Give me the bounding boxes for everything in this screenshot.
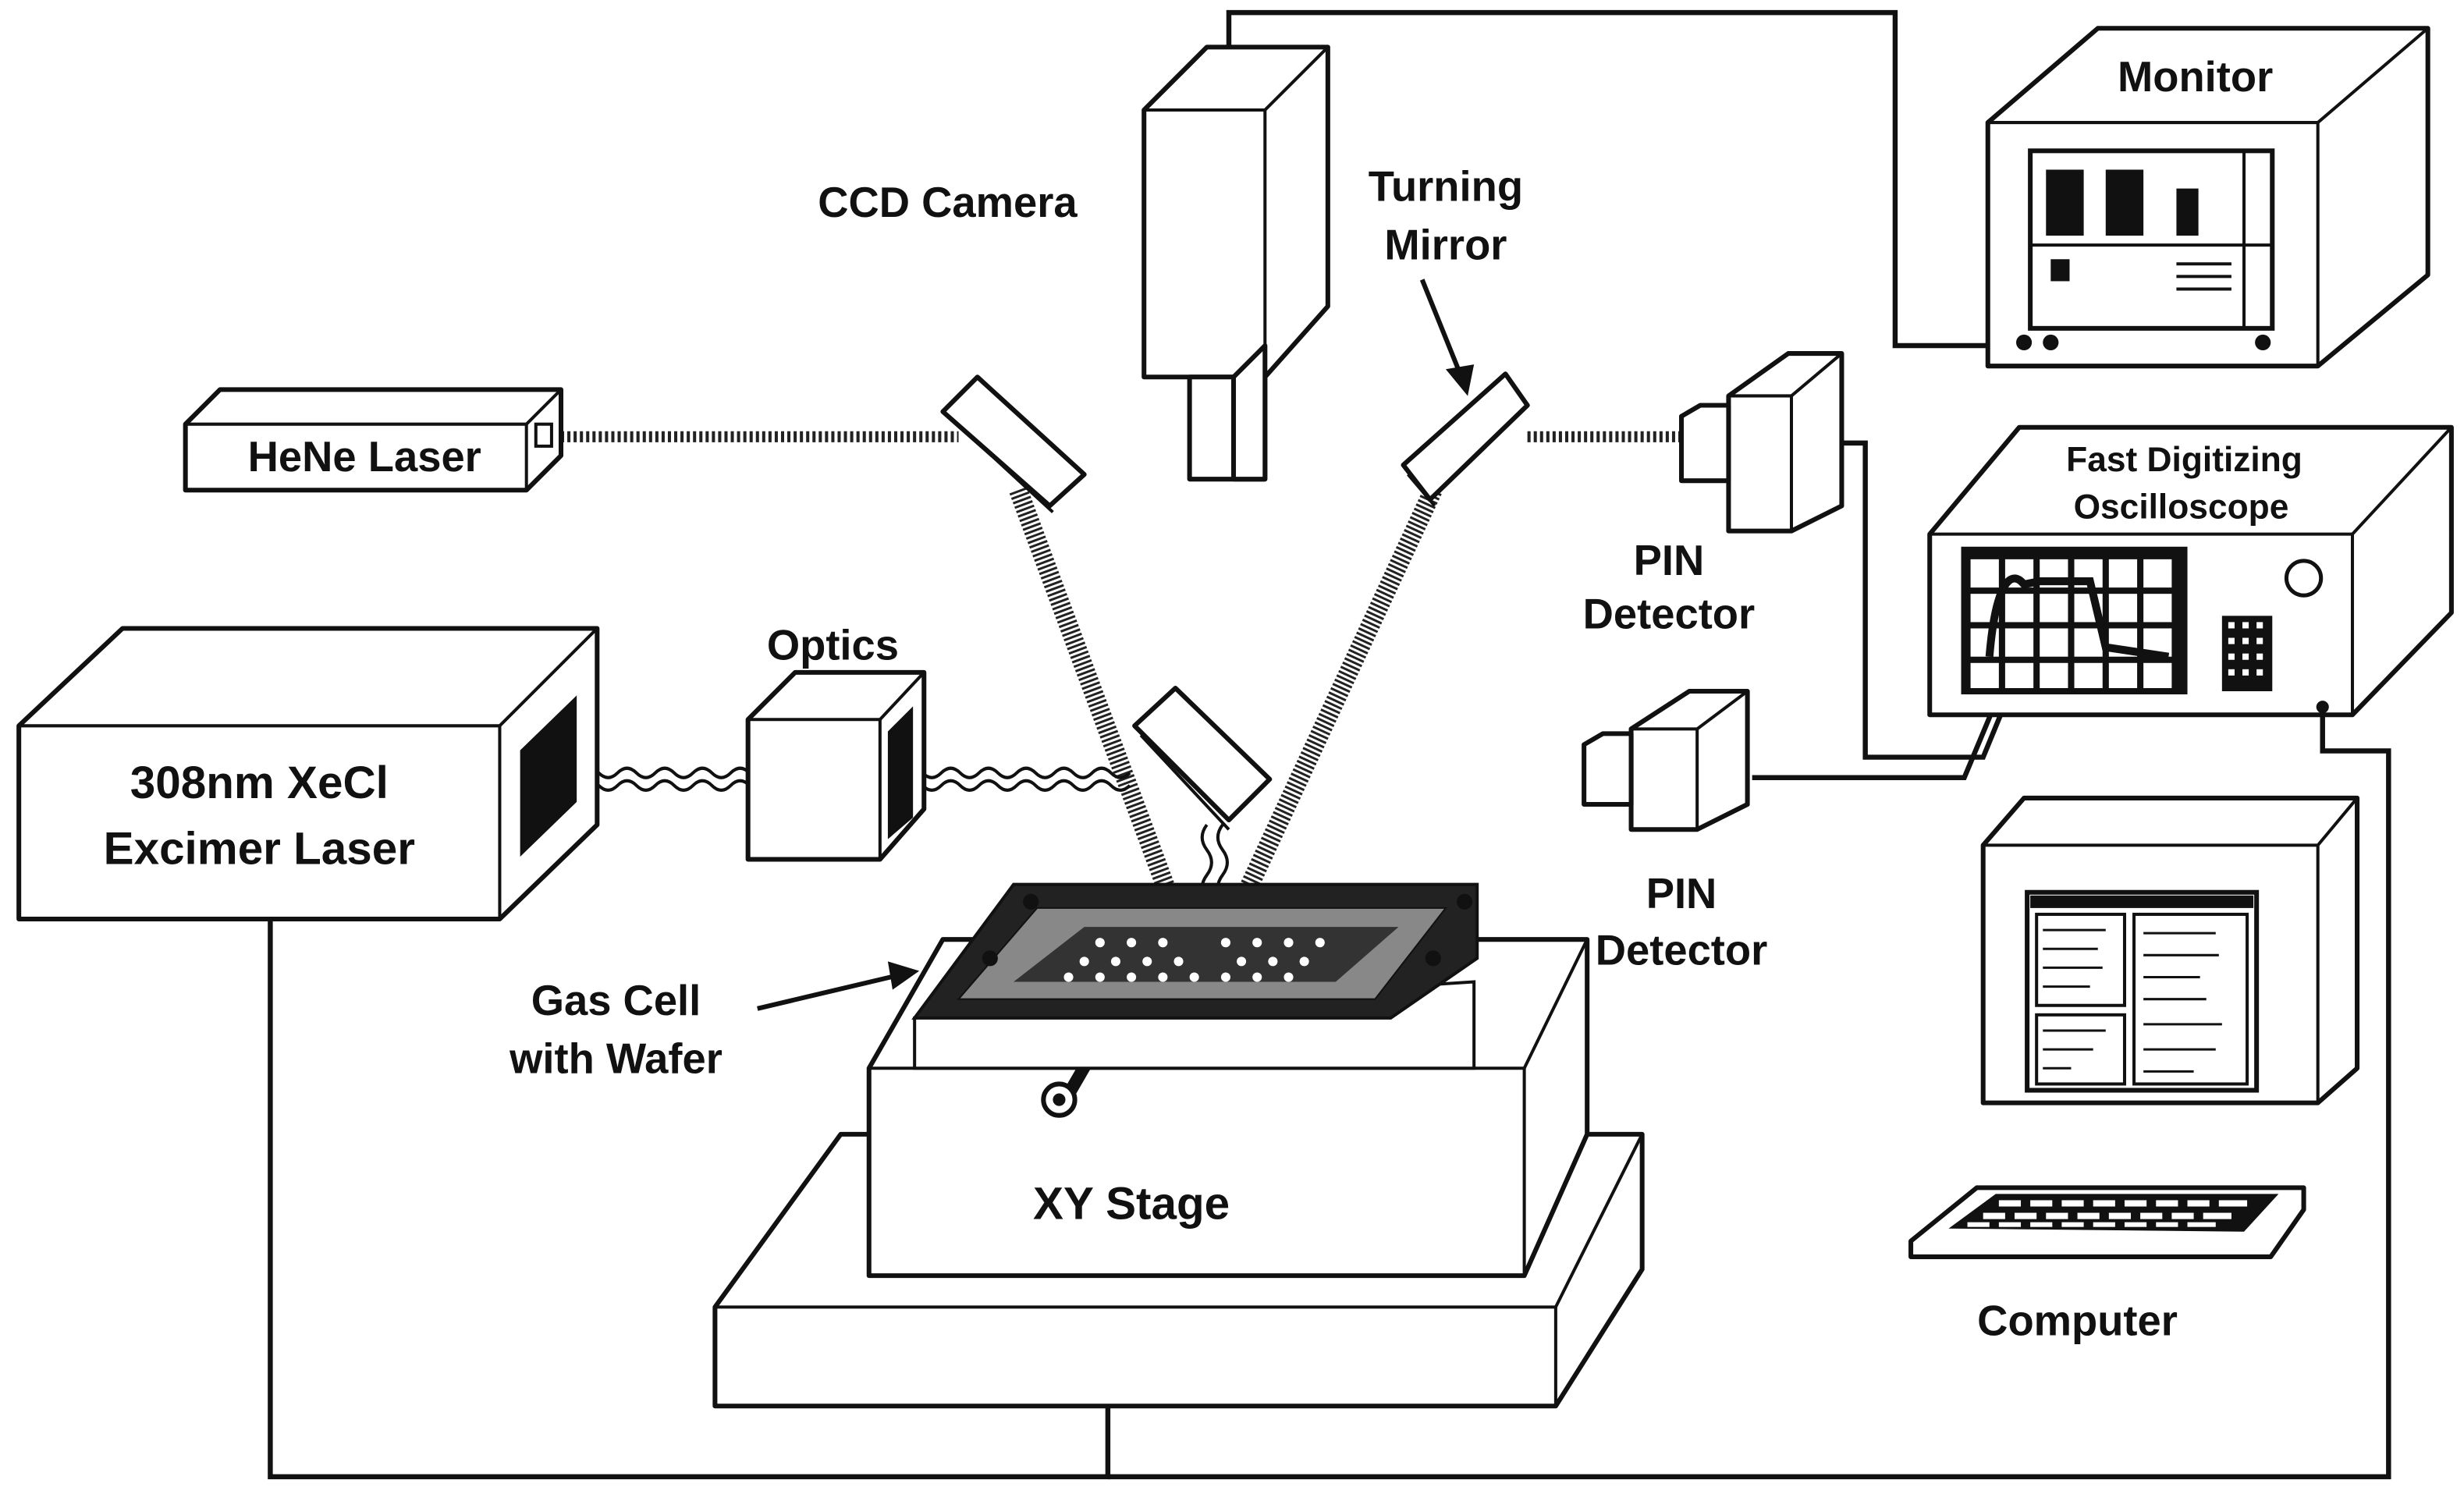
pin-detector-bottom: [1582, 688, 1750, 832]
turning-mirror-arrow-icon: [1419, 279, 1475, 396]
oscilloscope-label-2: Oscilloscope: [2074, 488, 2289, 527]
hene-laser-label: HeNe Laser: [248, 433, 481, 481]
turning-mirror-label-2: Mirror: [1384, 221, 1507, 268]
optics: [745, 669, 927, 862]
focusing-mirror-center: [1132, 685, 1273, 831]
excimer-laser: 308nm XeCl Excimer Laser: [16, 626, 600, 922]
pin-detector-top-label-1: PIN: [1634, 537, 1705, 584]
uv-beam-optics-mirror: [902, 766, 1131, 792]
cable-pin-top-oscilloscope: [1826, 440, 2008, 760]
optics-label: Optics: [767, 622, 899, 669]
cable-camera-monitor: [1226, 9, 2015, 349]
pin-detector-top: [1678, 351, 1844, 534]
computer: [1908, 795, 2360, 1259]
gas-cell-label-1: Gas Cell: [531, 977, 701, 1024]
cable-excimer-stage: [268, 918, 1111, 1480]
pin-detector-bottom-label-1: PIN: [1646, 870, 1717, 917]
beam-sample-to-right-mirror: [1220, 486, 1442, 935]
gas-cell-with-wafer: [911, 882, 1479, 1070]
excimer-label-1: 308nm XeCl: [130, 758, 389, 808]
oscilloscope-label-1: Fast Digitizing: [2066, 441, 2302, 479]
fast-digitizing-oscilloscope: Fast Digitizing Oscilloscope: [1927, 424, 2454, 718]
ccd-camera: [1141, 44, 1330, 482]
turning-mirror-left: [940, 374, 1087, 513]
gas-cell-label-2: with Wafer: [509, 1034, 723, 1082]
hene-laser: HeNe Laser: [183, 387, 564, 493]
computer-label: Computer: [1977, 1297, 2178, 1345]
cable-oscilloscope-computer: [1107, 710, 2391, 1480]
monitor-label: Monitor: [2118, 53, 2273, 101]
cable-pin-bottom-oscilloscope: [1752, 708, 1995, 780]
excimer-label-2: Excimer Laser: [104, 824, 415, 875]
monitor: [1985, 26, 2430, 369]
turning-mirror-label-1: Turning: [1369, 163, 1523, 211]
pin-detector-top-label-2: Detector: [1583, 590, 1756, 637]
gas-cell-arrow-icon: [757, 961, 920, 1011]
pin-detector-bottom-label-2: Detector: [1596, 926, 1768, 974]
xy-stage-label: XY Stage: [1033, 1179, 1230, 1230]
turning-mirror-right: [1401, 371, 1530, 507]
ccd-camera-label: CCD Camera: [818, 179, 1078, 226]
